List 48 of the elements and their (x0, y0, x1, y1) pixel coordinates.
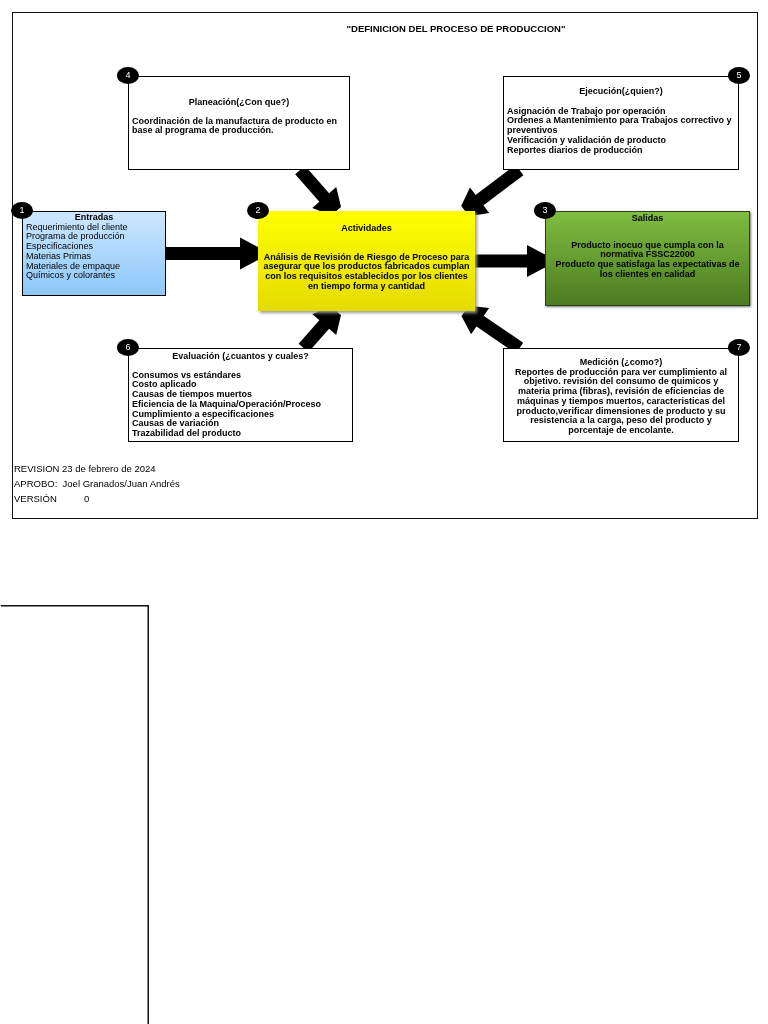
list-item: Producto que satisfaga las expectativas de los clientes en calidad (554, 260, 741, 280)
box-heading: Ejecución(¿quien?) (578, 87, 664, 97)
body-text: Reportes de producción para ver cumplimiento al objetivo. revisión del consumo de quimicos y materia prima (fibras), revisión de eficiencias de máquinas y tiempos muertos, caracteristicas del producto,verificar dimensiones de producto y su resistencia a la carga, peso del producto y porcentaje de encolante. (513, 367, 729, 436)
list-item: Trazabilidad del producto (132, 429, 242, 439)
process-box (503, 76, 739, 170)
process-box (503, 348, 739, 442)
list-item: Cumplimiento a especificaciones (132, 409, 275, 420)
list-item: Especificaciones (26, 242, 95, 252)
diagram-title: "DEFINICION DEL PROCESO DE PRODUCCION" (345, 23, 567, 34)
list-item: Causas de tiempos muertos (132, 390, 253, 400)
list-item: Consumos vs estándares (132, 370, 243, 380)
box-heading: Evaluación (¿cuantos y cuales? (171, 352, 310, 362)
box-heading: Planeación(¿Con que?) (187, 98, 291, 108)
step-number-badge: 3 (534, 202, 556, 219)
list-item: Programa de producción (26, 232, 126, 243)
list-item: Producto inocuo que cumpla con la normativa FSSC22000 (570, 240, 725, 260)
step-number-badge: 1 (11, 202, 33, 219)
footer-note: APROBO: Joel Granados/Juan Andrés (14, 478, 180, 489)
process-box (128, 76, 350, 170)
step-number-badge: 7 (728, 339, 750, 356)
list-item: Costo aplicado (132, 380, 197, 391)
box-heading: Entradas (73, 213, 115, 223)
footer-note: 0 (84, 493, 90, 504)
footer-note: VERSIÓN (14, 493, 57, 504)
box-heading: Salidas (630, 214, 665, 224)
list-item: Materias Primas (26, 251, 91, 262)
input-box (22, 211, 166, 296)
list-item: Materiales de empaque (26, 261, 122, 272)
list-item: Ordenes a Mantenimiento para Trabajos correctivo y preventivos (507, 116, 733, 136)
body-text: Análisis de Revisión de Riesgo de Proceso para asegurar que los productos fabricados cumplan con los requisitos establecidos por los clientes en tiempo forma y cantidad (262, 252, 471, 292)
step-number-badge: 5 (728, 67, 750, 84)
footer-note: REVISION 23 de febrero de 2024 (14, 463, 156, 474)
box-heading: Actividades (340, 224, 393, 234)
activity-box (258, 211, 475, 311)
list-item: Causas de variación (132, 419, 220, 429)
process-box (128, 348, 353, 442)
body-text: Coordinación de la manufactura de producto en base al programa de producción. (132, 116, 339, 137)
list-item: Reportes diarios de producción (507, 145, 643, 156)
list-item: Químicos y colorantes (26, 271, 116, 282)
step-number-badge: 4 (117, 67, 139, 84)
step-number-badge: 6 (117, 339, 139, 356)
list-item: Asignación de Trabajo por operación (507, 106, 667, 117)
list-item: Eficiencia de la Maquina/Operación/Proceso (132, 399, 323, 409)
list-item: Requerimiento del cliente (26, 222, 129, 233)
output-box (545, 211, 750, 306)
box-heading: Medición (¿como?) (578, 358, 664, 368)
list-item: Verificación y validación de producto (507, 135, 668, 145)
step-number-badge: 2 (247, 202, 269, 219)
